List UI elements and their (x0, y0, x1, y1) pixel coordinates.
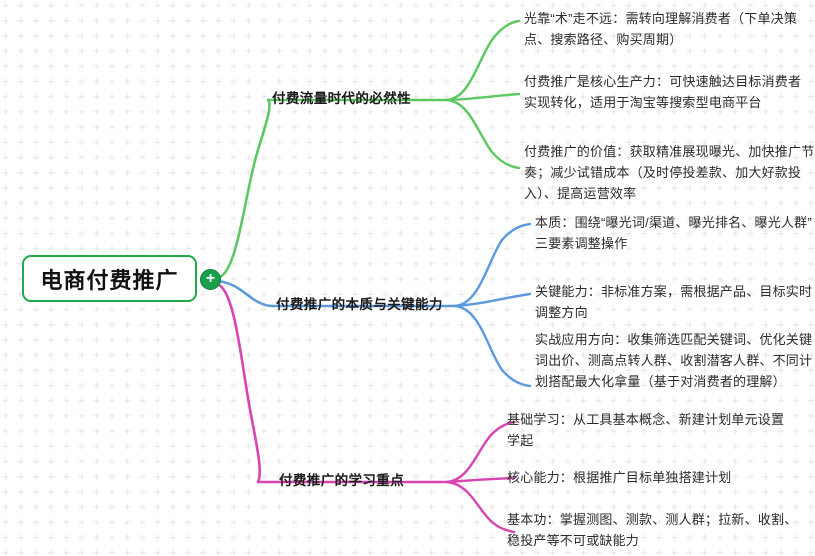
root-node[interactable]: 电商付费推广 (22, 255, 197, 302)
branch-label-2[interactable]: 付费推广的本质与关键能力 (276, 297, 443, 312)
root-node-label: 电商付费推广 (40, 267, 179, 293)
leaf-node-2-1[interactable]: 本质：围绕“曝光词/渠道、曝光排名、曝光人群”三要素调整操作 (535, 215, 812, 251)
expand-collapse-toggle-button[interactable]: + (200, 269, 221, 290)
leaf-node-3-3[interactable]: 基本功：掌握测图、测款、测人群；拉新、收割、稳投产等不可或缺能力 (507, 512, 798, 548)
leaf-node-2-2[interactable]: 关键能力：非标准方案，需根据产品、目标实时调整方向 (535, 284, 813, 320)
leaf-node-3-1[interactable]: 基础学习：从工具基本概念、新建计划单元设置学起 (507, 412, 785, 448)
plus-icon: + (205, 270, 216, 287)
branch-label-1[interactable]: 付费流量时代的必然性 (272, 91, 411, 106)
leaf-node-3-2[interactable]: 核心能力：根据推广目标单独搭建计划 (507, 470, 732, 485)
branch-label-3[interactable]: 付费推广的学习重点 (279, 473, 405, 488)
leaf-node-2-3[interactable]: 实战应用方向：收集筛选匹配关键词、优化关键词出价、测高点转人群、收割潜客人群、不… (535, 332, 813, 389)
leaf-node-1-3[interactable]: 付费推广的价值：获取精准展现曝光、加快推广节奏；减少试错成本（及时停投差款、加大… (524, 144, 815, 201)
leaf-node-1-2[interactable]: 付费推广是核心生产力：可快速触达目标消费者实现转化，适用于淘宝等搜索型电商平台 (524, 74, 802, 110)
leaf-node-1-1[interactable]: 光靠“术”走不远：需转向理解消费者（下单决策点、搜索路径、购买周期） (524, 11, 798, 47)
